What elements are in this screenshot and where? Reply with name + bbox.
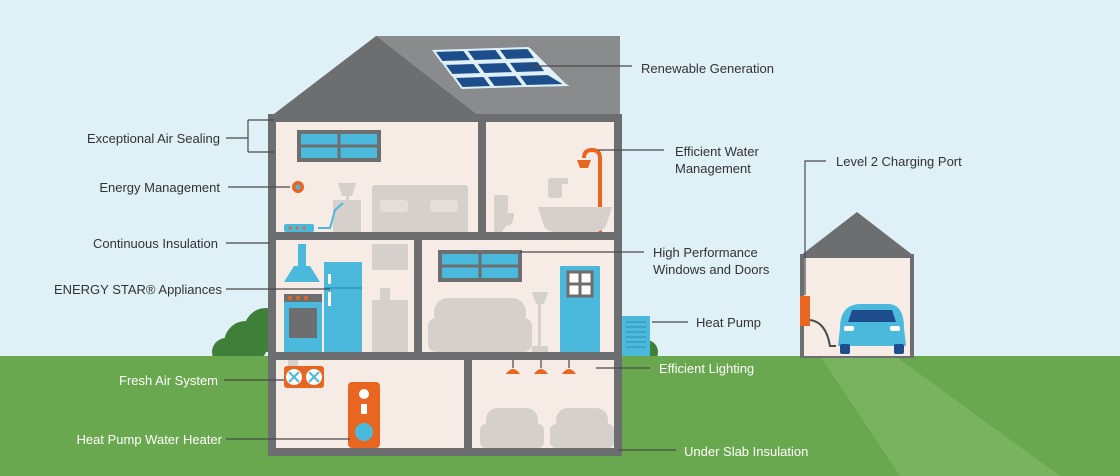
label-exceptional-air-sealing: Exceptional Air Sealing bbox=[87, 131, 220, 146]
bathroom-fixtures bbox=[494, 178, 612, 232]
leader-lines bbox=[224, 65, 826, 451]
label-level2-charging-port: Level 2 Charging Port bbox=[836, 154, 962, 169]
fan-icon bbox=[284, 366, 324, 388]
door-icon bbox=[560, 266, 600, 352]
ceiling-light-icon bbox=[506, 360, 576, 374]
label-efficient-water-line2: Management bbox=[675, 161, 751, 176]
garage-roof bbox=[800, 212, 914, 256]
window-icon bbox=[297, 130, 381, 162]
label-efficient-lighting: Efficient Lighting bbox=[659, 361, 755, 376]
label-heat-pump-water-heater: Heat Pump Water Heater bbox=[76, 432, 222, 447]
label-heat-pump: Heat Pump bbox=[696, 315, 762, 330]
living-room-furniture bbox=[428, 292, 548, 352]
label-energy-management: Energy Management bbox=[99, 180, 220, 195]
shower-icon bbox=[582, 147, 602, 232]
heat-pump-icon bbox=[622, 316, 650, 356]
label-high-performance-line2: Windows and Doors bbox=[653, 262, 770, 277]
label-under-slab-insulation: Under Slab Insulation bbox=[684, 444, 809, 459]
power-strip-icon bbox=[284, 202, 344, 232]
range-hood-icon bbox=[284, 244, 320, 282]
driveway bbox=[820, 356, 1060, 476]
water-heater-icon bbox=[348, 382, 380, 448]
label-high-performance-line1: High Performance bbox=[653, 245, 758, 260]
label-fresh-air-system: Fresh Air System bbox=[119, 373, 218, 388]
ev-charger-icon bbox=[800, 296, 836, 347]
basement-furniture bbox=[480, 408, 614, 448]
label-energy-star-appliances: ENERGY STAR® Appliances bbox=[53, 282, 222, 297]
kitchen-cabinets bbox=[372, 244, 408, 352]
label-efficient-water-management: Efficient Water Management bbox=[675, 143, 759, 177]
label-renewable-generation: Renewable Generation bbox=[641, 61, 774, 76]
solar-panel-icon bbox=[432, 46, 570, 90]
oven-icon bbox=[284, 294, 322, 352]
label-continuous-insulation: Continuous Insulation bbox=[92, 236, 218, 251]
bedroom-furniture bbox=[333, 183, 468, 232]
refrigerator-icon bbox=[324, 262, 362, 352]
label-high-performance-windows: High Performance Windows and Doors bbox=[653, 244, 769, 278]
electric-car-icon bbox=[838, 304, 906, 354]
window-icon bbox=[438, 250, 522, 282]
label-efficient-water-line1: Efficient Water bbox=[675, 144, 759, 159]
